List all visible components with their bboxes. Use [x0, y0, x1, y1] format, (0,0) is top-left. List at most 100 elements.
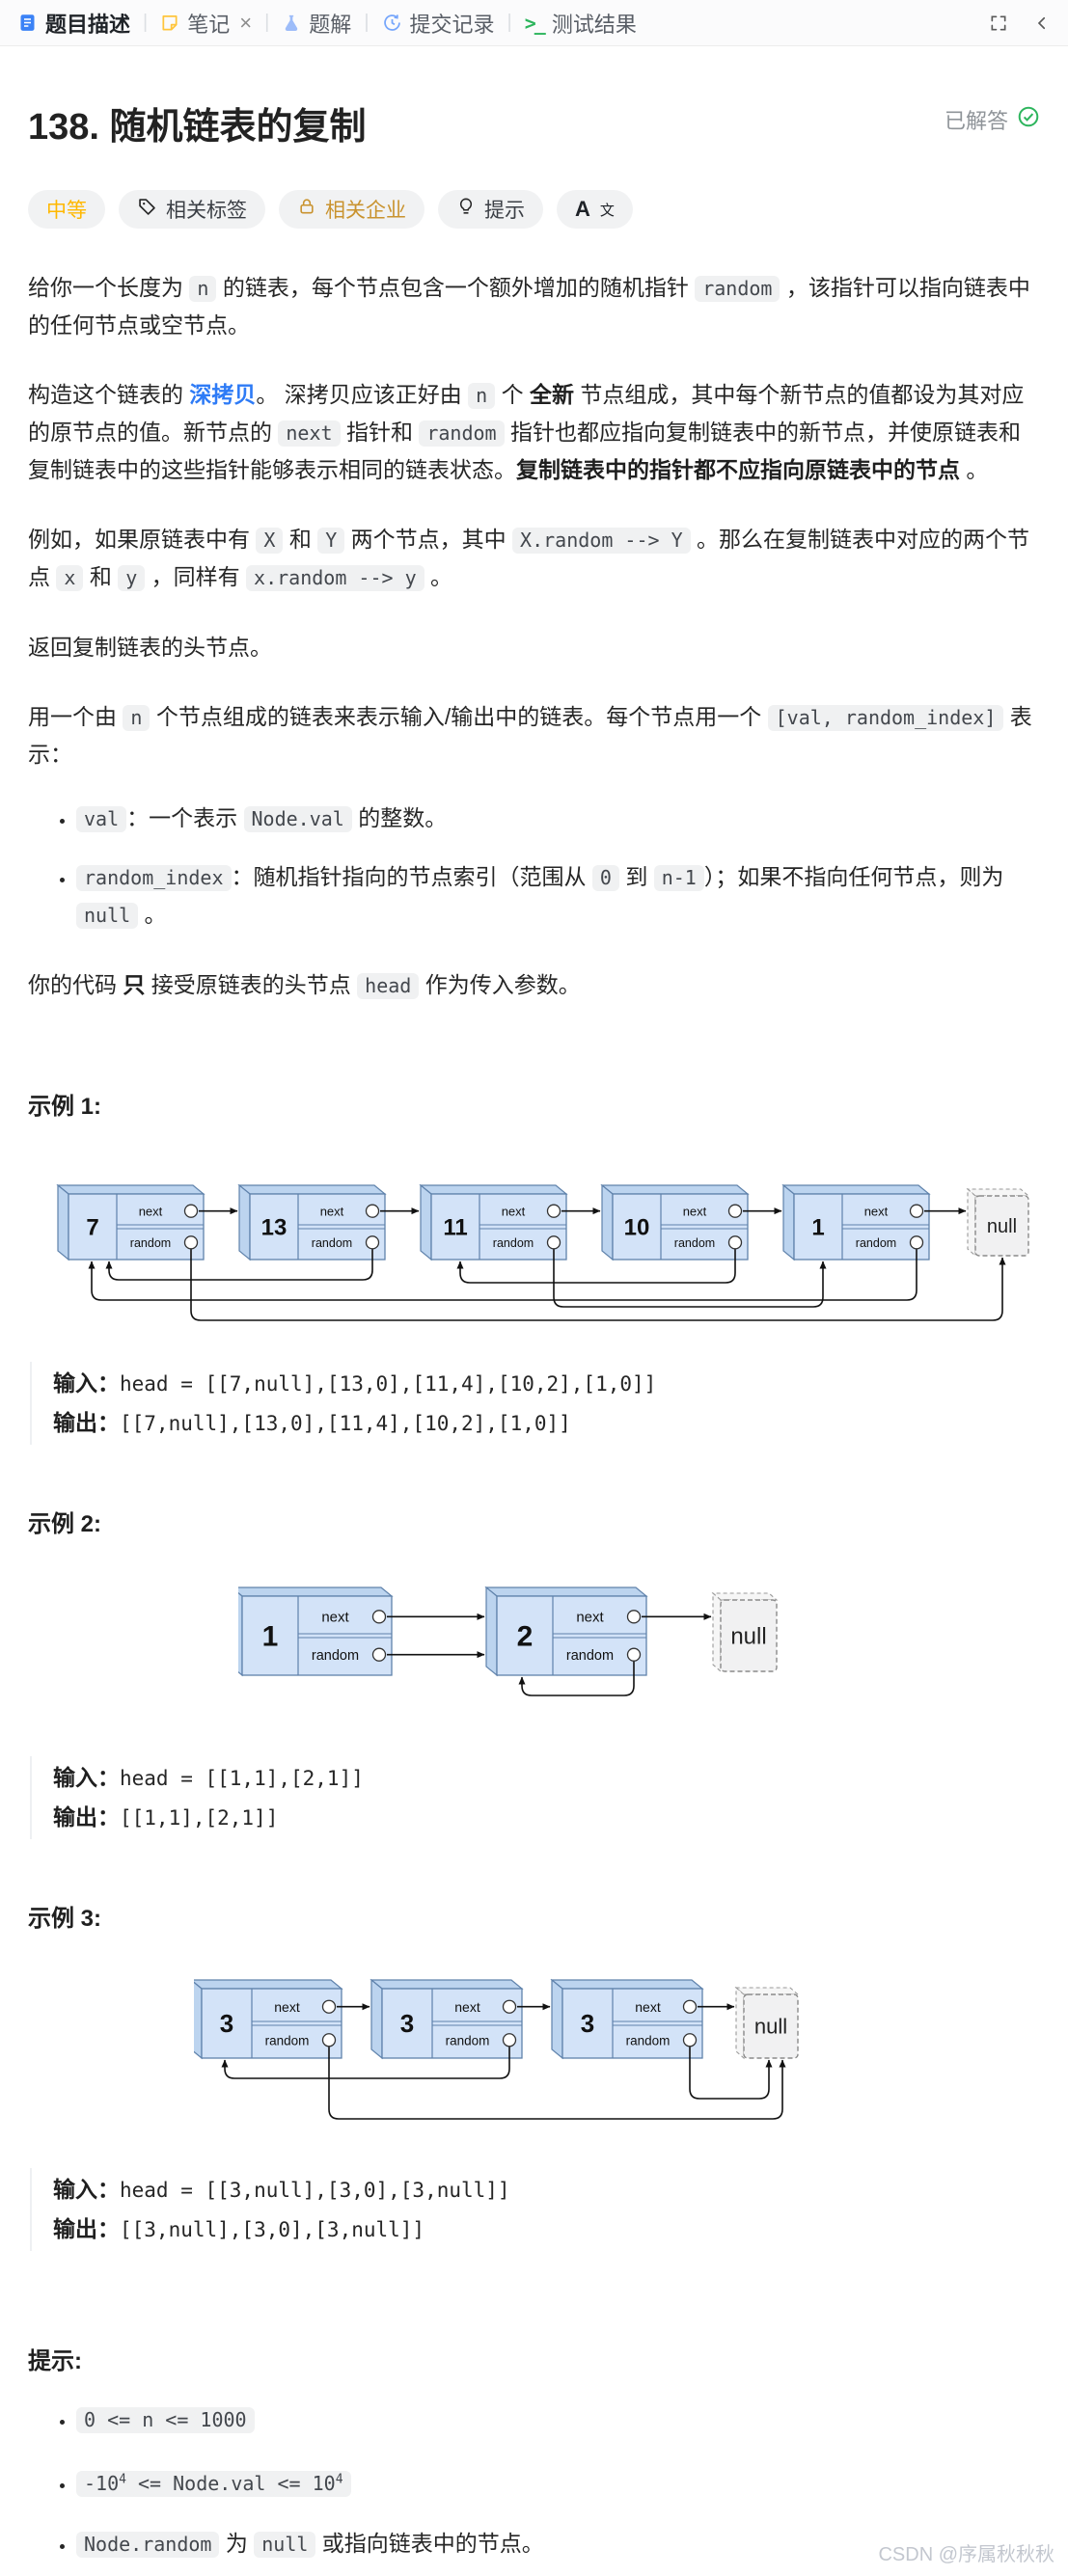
solved-status: 已解答	[945, 104, 1040, 135]
inline-code: random	[419, 420, 505, 447]
tab-solutions[interactable]: 题解	[282, 8, 351, 39]
inline-code: null	[254, 2531, 316, 2558]
bulb-icon	[456, 197, 476, 222]
related-tags-badge[interactable]: 相关标签	[119, 190, 265, 229]
difficulty-badge[interactable]: 中等	[28, 190, 105, 229]
collapse-chevron-icon[interactable]	[1033, 14, 1051, 32]
panel-actions	[989, 14, 1051, 33]
translate-badge[interactable]: A 文	[557, 190, 633, 229]
list-item: random_index：随机指针指向的节点索引（范围从 0 到 n-1）；如果…	[76, 858, 1040, 934]
example-2-heading: 示例 2:	[28, 1511, 102, 1537]
tab-notes[interactable]: 笔记 ×	[160, 8, 252, 39]
svg-text:next: next	[683, 1204, 707, 1218]
svg-text:random: random	[446, 2033, 490, 2047]
inline-code: head	[357, 973, 420, 999]
list-item: val：一个表示 Node.val 的整数。	[76, 800, 1040, 837]
tag-icon	[137, 197, 157, 223]
tab-label: 测试结果	[551, 12, 637, 37]
svg-text:random: random	[130, 1236, 171, 1250]
inline-code: x.random --> y	[246, 565, 424, 591]
input-label: 输入：	[53, 2177, 120, 2202]
svg-text:random: random	[856, 1236, 896, 1250]
svg-text:next: next	[576, 1610, 604, 1626]
svg-text:random: random	[493, 1236, 534, 1250]
svg-text:10: 10	[624, 1214, 650, 1240]
svg-text:random: random	[312, 1648, 359, 1664]
inline-code: 0 <= n <= 1000	[76, 2407, 255, 2433]
tab-separator: |	[264, 12, 270, 33]
svg-text:random: random	[674, 1236, 715, 1250]
inline-code: X	[256, 528, 284, 554]
tab-separator: |	[507, 12, 512, 33]
note-icon	[160, 14, 179, 33]
terminal-icon: >_	[524, 11, 546, 35]
constraint-item: Node.random 为 null 或指向链表中的节点。	[76, 2525, 1040, 2562]
inline-code: y	[118, 565, 146, 591]
tab-label: 笔记	[187, 12, 231, 37]
example-3-heading: 示例 3:	[28, 1906, 102, 1932]
problem-paragraph: 构造这个链表的 深拷贝。 深拷贝应该正好由 n 个 全新 节点组成，其中每个新节…	[28, 382, 1025, 482]
related-companies-badge[interactable]: 相关企业	[279, 190, 424, 229]
svg-text:next: next	[864, 1204, 889, 1218]
svg-text:random: random	[265, 2033, 310, 2047]
input-label: 输入：	[53, 1370, 120, 1396]
output-label: 输出：	[53, 2216, 120, 2241]
problem-paragraph: 返回复制链表的头节点。	[28, 635, 272, 660]
badge-label: 提示	[484, 200, 525, 222]
problem-paragraph: 给你一个长度为 n 的链表，每个节点包含一个额外增加的随机指针 random ，…	[28, 275, 1030, 338]
svg-text:null: null	[730, 1623, 766, 1649]
constraints-heading: 提示:	[28, 2348, 82, 2374]
svg-text:null: null	[754, 2015, 787, 2039]
inline-code: random	[695, 276, 780, 302]
example-2-io: 输入：head = [[1,1],[2,1]] 输出：[[1,1],[2,1]]	[30, 1756, 1040, 1839]
inline-code: Node.random	[76, 2531, 220, 2558]
tab-list: 题目描述 | 笔记 × | 题解 | 提交	[17, 8, 637, 39]
inline-code: X.random --> Y	[512, 528, 691, 554]
example-1-diagram: 7nextrandom13nextrandom11nextrandom10nex…	[56, 1183, 1030, 1321]
lock-icon	[297, 197, 316, 222]
svg-text:11: 11	[443, 1214, 467, 1240]
tab-test-result[interactable]: >_ 测试结果	[525, 8, 637, 39]
translate-icon: A	[575, 197, 590, 221]
constraint-item: 0 <= n <= 1000	[76, 2400, 1040, 2438]
problem-paragraph: 你的代码 只 接受原链表的头节点 head 作为传入参数。	[28, 972, 581, 999]
tab-label: 提交记录	[409, 12, 495, 37]
tab-submissions[interactable]: 提交记录	[382, 8, 495, 39]
input-value: head = [[3,null],[3,0],[3,null]]	[120, 2179, 510, 2202]
svg-text:next: next	[139, 1204, 163, 1218]
problem-content: 138. 随机链表的复制 已解答 中等 相关标签 相关企业	[0, 96, 1068, 2562]
svg-text:next: next	[321, 1610, 349, 1626]
tab-label: 题目描述	[45, 12, 131, 37]
watermark: CSDN @序属秋秋秋	[878, 2544, 1054, 2565]
input-label: 输入：	[53, 1765, 120, 1790]
svg-text:next: next	[454, 1999, 480, 2015]
tab-separator: |	[143, 12, 149, 33]
input-value: head = [[1,1],[2,1]]	[120, 1767, 364, 1790]
input-value: head = [[7,null],[13,0],[11,4],[10,2],[1…	[120, 1372, 657, 1396]
hint-badge[interactable]: 提示	[438, 190, 543, 229]
svg-text:next: next	[274, 1999, 300, 2015]
check-circle-icon	[1017, 105, 1040, 134]
inline-code: [val, random_index]	[767, 705, 1004, 731]
deep-copy-link[interactable]: 深拷贝	[189, 382, 257, 407]
close-icon[interactable]: ×	[239, 10, 253, 35]
node-format-list: val：一个表示 Node.val 的整数。 random_index：随机指针…	[28, 800, 1040, 934]
inline-code: -104 <= Node.val <= 104	[76, 2470, 351, 2497]
page-title: 138. 随机链表的复制	[28, 107, 367, 148]
svg-text:1: 1	[811, 1214, 824, 1240]
inline-code: 0	[591, 865, 619, 891]
tab-description[interactable]: 题目描述	[17, 8, 130, 39]
example-1-io: 输入：head = [[7,null],[13,0],[11,4],[10,2]…	[30, 1362, 1040, 1445]
svg-text:next: next	[635, 1999, 661, 2015]
inline-code: Node.val	[243, 806, 352, 832]
fullscreen-icon[interactable]	[989, 14, 1008, 33]
inline-code: x	[56, 565, 84, 591]
svg-text:7: 7	[86, 1214, 98, 1240]
svg-text:2: 2	[517, 1621, 534, 1653]
output-value: [[1,1],[2,1]]	[120, 1806, 279, 1830]
inline-code: n	[189, 276, 217, 302]
constraints-list: 0 <= n <= 1000 -104 <= Node.val <= 104 N…	[28, 2400, 1040, 2562]
